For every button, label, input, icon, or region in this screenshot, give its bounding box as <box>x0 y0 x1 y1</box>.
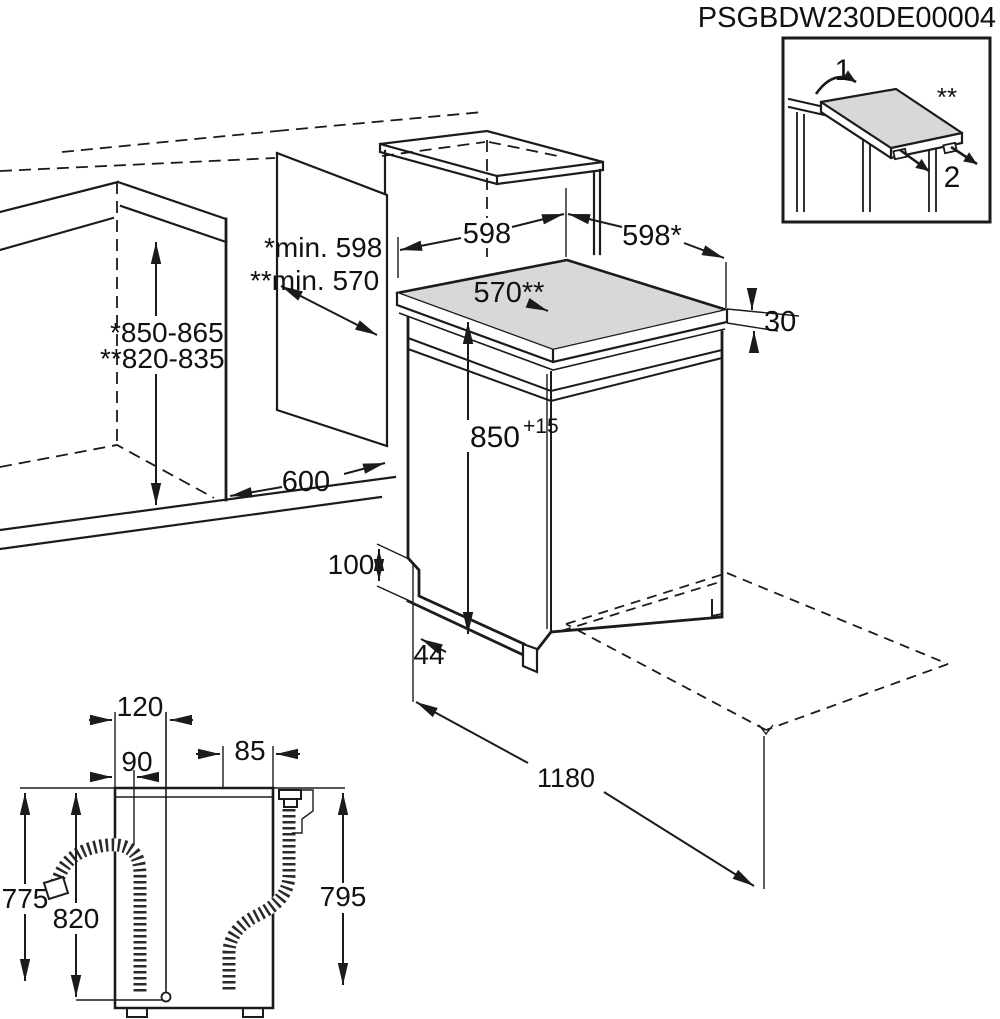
dim-niche-depth <box>280 285 378 336</box>
inset-worktop-edge-lines <box>819 100 964 160</box>
left-cabinet <box>0 111 484 551</box>
label-inset-note: ** <box>937 82 957 112</box>
body-top-line <box>398 312 726 371</box>
rear-dimension-lines <box>19 714 349 997</box>
open-door-floor-area <box>560 572 949 731</box>
label-niche-width: 600 <box>282 466 330 498</box>
worktop-edge-lines <box>395 291 729 364</box>
control-panel-strip <box>406 336 724 632</box>
drain-hose-fitting <box>42 875 70 901</box>
label-door-open-depth: 1180 <box>537 763 595 793</box>
rear-dimension-labels: 120 90 85 775 820 795 <box>2 691 367 934</box>
page-title: PSGBDW230DE00004 <box>698 2 996 34</box>
dishwasher <box>395 258 949 736</box>
right-cabinet <box>275 129 605 448</box>
rear-feet <box>126 1007 264 1018</box>
pull-arrow-left <box>899 148 930 173</box>
label-depth-no-worktop: 570** <box>474 277 545 309</box>
inlet-bracket <box>292 789 314 834</box>
label-niche-depth-star: *min. 598 <box>264 232 382 263</box>
inset-table-legs <box>796 112 937 212</box>
label-niche-height-star: *850-865 <box>110 317 224 348</box>
rear-view <box>20 712 345 1018</box>
label-dim-775: 775 <box>2 883 49 914</box>
label-step-1: 1 <box>835 54 852 87</box>
label-height: 850 <box>470 421 520 454</box>
label-depth-top: 598 <box>463 218 511 250</box>
drain-hose <box>50 838 147 992</box>
front-foot <box>521 642 539 674</box>
label-height-tolerance: +15 <box>523 415 559 438</box>
label-dim-120: 120 <box>117 691 164 722</box>
inlet-connector-body <box>283 798 298 808</box>
label-dim-90: 90 <box>121 746 152 777</box>
label-plinth-height: 100 <box>328 549 375 580</box>
left-cabinet-hidden-edges <box>0 111 484 499</box>
dim-niche-width-right <box>343 462 386 475</box>
rear-foot <box>711 599 724 618</box>
dishwasher-body-fill <box>408 318 723 659</box>
dim-1180-right <box>603 791 755 887</box>
dim-598s-left <box>567 213 623 228</box>
label-niche-depth-2star: **min. 570 <box>250 265 379 296</box>
dim-598-left <box>399 237 462 251</box>
dim-44-leader <box>420 638 447 654</box>
rear-extension-lines <box>76 712 274 1001</box>
inlet-connector-cap <box>278 789 302 800</box>
right-cabinet-edges <box>275 142 605 448</box>
left-cabinet-edges <box>0 180 397 551</box>
power-cord-plug <box>160 991 172 1003</box>
right-cabinet-hidden-edges <box>381 140 564 257</box>
pull-arrow-right <box>950 145 978 166</box>
dim-1180-left <box>415 701 529 764</box>
main-dimension-lines <box>150 213 760 887</box>
main-dimension-labels: *min. 598 **min. 570 *850-865 **820-835 … <box>100 218 796 793</box>
inset-peg-right <box>942 141 958 155</box>
inset-worktop-edge-fill <box>821 102 962 158</box>
label-niche-height-2star: **820-835 <box>100 343 225 374</box>
label-dim-85: 85 <box>234 735 265 766</box>
label-width-top: 598* <box>622 220 682 252</box>
tilt-arrow <box>814 70 857 95</box>
inset-worktop-removal: 1 2 ** <box>781 36 992 224</box>
right-cabinet-top-face <box>379 129 604 178</box>
label-plinth-recess: 44 <box>413 639 444 670</box>
dim-598-right <box>511 213 565 228</box>
extension-lines <box>376 188 800 889</box>
dim-niche-width-left <box>229 486 283 498</box>
inlet-hose <box>222 809 296 990</box>
dim-598s-right <box>683 242 725 259</box>
label-dim-820: 820 <box>53 903 100 934</box>
label-step-2: 2 <box>944 161 961 194</box>
door-corner-tick <box>758 724 774 736</box>
dim-570-leader <box>525 298 549 312</box>
label-worktop-thickness: 30 <box>764 306 796 338</box>
label-dim-795: 795 <box>320 881 367 912</box>
main-extension-lines <box>376 188 800 889</box>
